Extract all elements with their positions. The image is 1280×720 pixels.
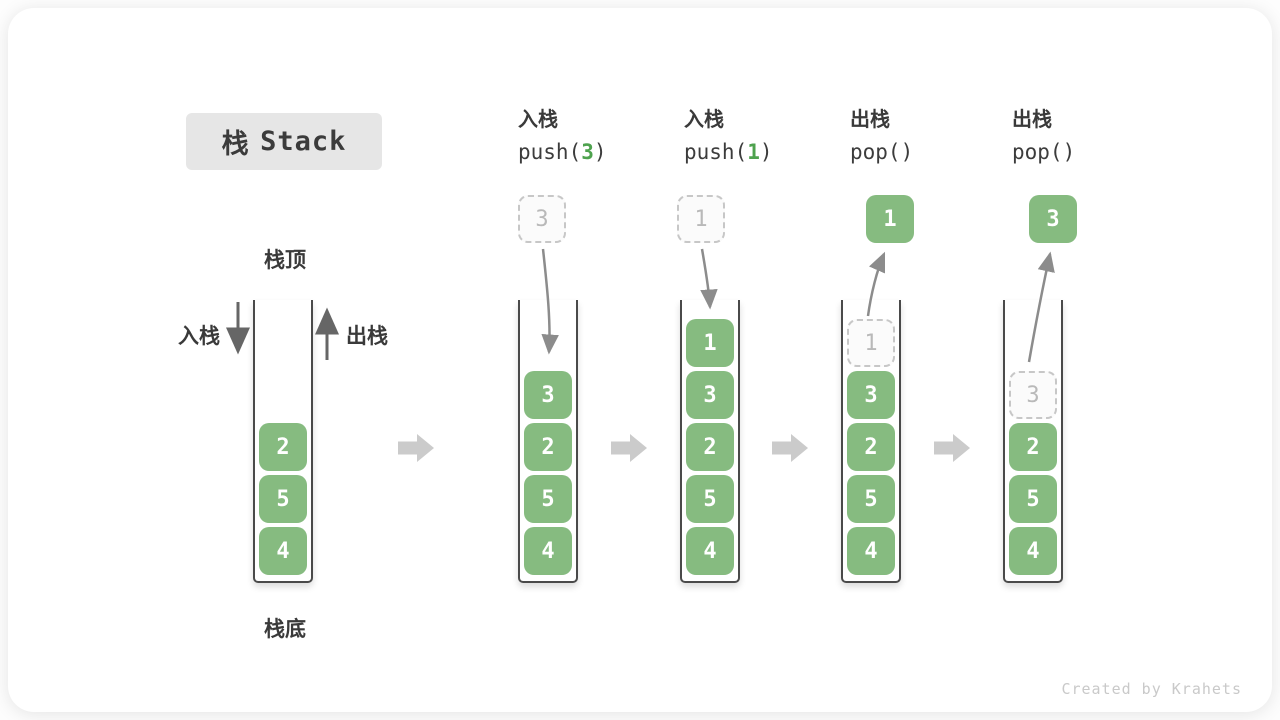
stack-element: 5 bbox=[1009, 475, 1057, 523]
stack-bottom-label: 栈底 bbox=[264, 617, 306, 641]
stage-pop-3-floating-element: 3 bbox=[1029, 195, 1077, 243]
stack-ghost-element: 1 bbox=[847, 319, 895, 367]
stack-element: 5 bbox=[847, 475, 895, 523]
stack-element: 2 bbox=[524, 423, 572, 471]
title-en: Stack bbox=[260, 126, 347, 157]
stack-element: 3 bbox=[847, 371, 895, 419]
stage-push-1-operation-label: 入栈 push(1) bbox=[684, 104, 773, 170]
diagram-title: 栈 Stack bbox=[186, 113, 382, 170]
stack-element: 2 bbox=[259, 423, 307, 471]
stage-push-3-operation-label: 入栈 push(3) bbox=[518, 104, 607, 170]
code-text: ) bbox=[593, 140, 607, 164]
stack-element: 4 bbox=[847, 527, 895, 575]
stack-element: 3 bbox=[524, 371, 572, 419]
code-text: push( bbox=[684, 140, 748, 164]
operation-type-label: 入栈 bbox=[684, 107, 724, 131]
credit-text: Created by Krahets bbox=[1061, 680, 1242, 698]
operation-code-label: push(3) bbox=[518, 134, 607, 170]
code-text: pop() bbox=[850, 140, 914, 164]
code-text: ) bbox=[759, 140, 773, 164]
stack-element: 5 bbox=[686, 475, 734, 523]
code-argument: 3 bbox=[581, 140, 594, 164]
operation-type-label: 出栈 bbox=[850, 107, 890, 131]
title-cjk: 栈 bbox=[221, 129, 250, 160]
stack-element: 4 bbox=[1009, 527, 1057, 575]
stack-element: 4 bbox=[524, 527, 572, 575]
operation-code-label: pop() bbox=[850, 134, 913, 170]
pop-side-label: 出栈 bbox=[346, 324, 388, 348]
stack-element: 4 bbox=[259, 527, 307, 575]
code-argument: 1 bbox=[747, 140, 760, 164]
stack-element: 4 bbox=[686, 527, 734, 575]
stack-element: 5 bbox=[259, 475, 307, 523]
stack-ghost-element: 3 bbox=[1009, 371, 1057, 419]
stack-element: 5 bbox=[524, 475, 572, 523]
stage-pop-1-operation-label: 出栈 pop() bbox=[850, 104, 913, 170]
stack-element: 1 bbox=[686, 319, 734, 367]
operation-code-label: pop() bbox=[1012, 134, 1075, 170]
stage-push-1-floating-element: 1 bbox=[677, 195, 725, 243]
code-text: push( bbox=[518, 140, 582, 164]
stack-element: 2 bbox=[686, 423, 734, 471]
stage-pop-1-floating-element: 1 bbox=[866, 195, 914, 243]
stack-element: 2 bbox=[1009, 423, 1057, 471]
stack-top-label: 栈顶 bbox=[264, 248, 306, 272]
stage-push-3-floating-element: 3 bbox=[518, 195, 566, 243]
stack-element: 3 bbox=[686, 371, 734, 419]
stage-pop-3-operation-label: 出栈 pop() bbox=[1012, 104, 1075, 170]
operation-type-label: 入栈 bbox=[518, 107, 558, 131]
push-side-label: 入栈 bbox=[178, 324, 220, 348]
code-text: pop() bbox=[1012, 140, 1076, 164]
operation-type-label: 出栈 bbox=[1012, 107, 1052, 131]
operation-code-label: push(1) bbox=[684, 134, 773, 170]
stack-element: 2 bbox=[847, 423, 895, 471]
